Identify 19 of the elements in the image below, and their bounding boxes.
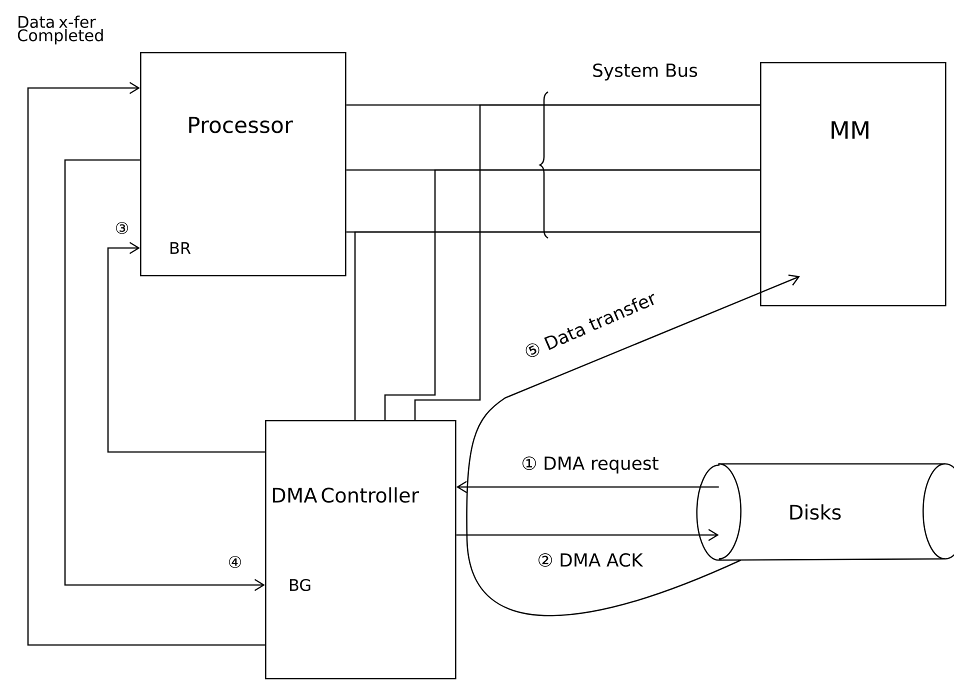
arrow <box>456 528 719 542</box>
connector-line <box>354 231 760 420</box>
edge-label: ③ <box>116 222 128 234</box>
disk-cylinder: Disks <box>696 463 954 561</box>
memory-box: MM <box>760 62 946 306</box>
processor-box: Processor BR <box>140 52 346 276</box>
edge-label: ④ <box>229 556 241 568</box>
connector-line <box>384 169 760 420</box>
arrow <box>466 274 800 616</box>
connector-line <box>414 104 760 420</box>
edge-label: Data x-fer Completed <box>18 16 103 44</box>
arrow <box>107 242 265 453</box>
arrow <box>27 82 265 646</box>
controller-box: DMA Controller BG <box>265 420 456 680</box>
arrow <box>456 480 719 494</box>
arrow <box>64 159 266 592</box>
edge-label: ② DMA ACK <box>538 553 644 567</box>
edge-label: ① DMA request <box>522 456 658 474</box>
bus-label: System Bus <box>593 63 698 81</box>
